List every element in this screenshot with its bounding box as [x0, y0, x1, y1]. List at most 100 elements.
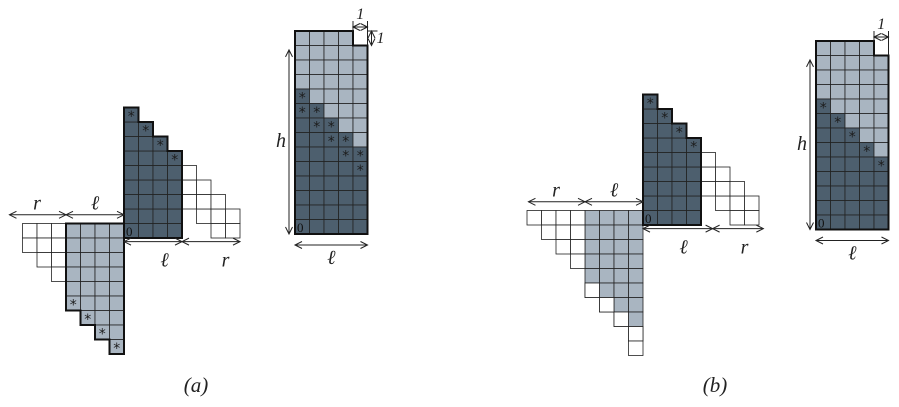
empty-cells-below-b: [584, 282, 644, 356]
grid-cell: [859, 69, 875, 85]
grid-cell: [338, 175, 354, 191]
grid-cell: [541, 210, 557, 226]
grid-cell: [815, 84, 831, 100]
grid-cell: [686, 166, 702, 182]
grid-cell: [599, 282, 615, 298]
label-l-bottom-b: ℓ: [679, 236, 688, 258]
grid-cell: [338, 204, 354, 220]
arrowhead-left: [122, 237, 132, 246]
grid-cell: [65, 281, 81, 297]
grid-cell: [80, 295, 96, 311]
grid-cell: [671, 152, 687, 168]
grid-cell: [294, 45, 310, 61]
label-one-h-a: 1: [356, 6, 364, 23]
arrowhead-bottom: [806, 222, 814, 231]
grid-cell: [830, 142, 846, 158]
dimension-one-h-a: [351, 23, 369, 31]
grid-cell: [873, 84, 889, 100]
grid-cell: [294, 74, 310, 90]
arrowhead-right: [635, 197, 645, 206]
grid-cell: [744, 195, 760, 211]
grid-cell: [844, 98, 860, 114]
origin-zero-label: 0: [126, 224, 133, 239]
grid-cell: [599, 253, 615, 269]
grid-cell: [686, 195, 702, 211]
arrowhead-left: [814, 236, 824, 245]
grid-cell: [309, 190, 325, 206]
star-marker: *: [357, 163, 364, 179]
grid-cell: [859, 84, 875, 100]
arrowhead-top: [806, 58, 814, 68]
grid-cell: [642, 166, 658, 182]
grid-cell: [859, 185, 875, 201]
grid-cell: [729, 210, 745, 226]
grid-cell: [628, 326, 644, 342]
grid-cell: [657, 210, 673, 226]
grid-cell: [671, 181, 687, 197]
grid-cell: [323, 30, 339, 46]
grid-cell: [352, 45, 368, 61]
grid-cell: [123, 208, 139, 224]
grid-cell: [338, 103, 354, 119]
arrowhead-right: [360, 241, 369, 249]
grid-cell: [613, 311, 629, 327]
star-marker: *: [171, 153, 178, 169]
grid-cell: [294, 30, 310, 46]
grid-cell: [80, 281, 96, 297]
grid-cell: [196, 194, 212, 210]
grid-cell: [613, 282, 629, 298]
grid-cell: [123, 165, 139, 181]
grid-cell: [80, 252, 96, 268]
grid-cell: [873, 55, 889, 71]
label-r-left-b: r: [552, 180, 560, 202]
grid-cell: [686, 210, 702, 226]
grid-cell: [830, 55, 846, 71]
star-marker: *: [834, 115, 841, 131]
grid-cell: [815, 69, 831, 85]
grid-cell: [352, 59, 368, 75]
grid-cell: [152, 208, 168, 224]
grid-cell: [599, 297, 615, 313]
grid-cell: [628, 340, 644, 356]
grid-cell: [352, 190, 368, 206]
grid-cell: [844, 84, 860, 100]
grid-cell: [859, 98, 875, 114]
grid-cell: [628, 253, 644, 269]
grid-cell: [815, 55, 831, 71]
grid-cell: [94, 237, 110, 253]
grid-cell: [338, 219, 354, 235]
arrowhead-right: [756, 224, 765, 233]
grid-cell: [309, 219, 325, 235]
grid-cell: [210, 194, 226, 210]
empty-staircase-left-b: [526, 210, 586, 269]
dimension-one-h-b: [872, 33, 890, 41]
label-h-b: h: [797, 133, 807, 155]
grid-cell: [729, 195, 745, 211]
grid-cell: [541, 224, 557, 240]
grid-cell: [294, 161, 310, 177]
grid-cell: [859, 127, 875, 143]
grid-cell: [815, 171, 831, 187]
grid-cell: [51, 237, 67, 253]
grid-cell: [584, 282, 600, 298]
grid-cell: [294, 175, 310, 191]
grid-cell: [700, 181, 716, 197]
grid-cell: [642, 152, 658, 168]
grid-cell: [323, 45, 339, 61]
arrowhead-bottom: [285, 226, 293, 236]
grid-cell: [352, 204, 368, 220]
grid-cell: [715, 181, 731, 197]
grid-cell: [628, 239, 644, 255]
grid-cell: [815, 200, 831, 216]
grid-cell: [309, 175, 325, 191]
grid-cell: [352, 74, 368, 90]
grid-cell: [628, 282, 644, 298]
grid-cell: [36, 223, 52, 239]
grid-cell: [36, 252, 52, 268]
grid-cell: [873, 69, 889, 85]
grid-cell: [628, 311, 644, 327]
grid-cell: [815, 156, 831, 172]
star-marker: *: [113, 341, 120, 357]
grid-cell: [657, 166, 673, 182]
grid-cell: [167, 179, 183, 195]
